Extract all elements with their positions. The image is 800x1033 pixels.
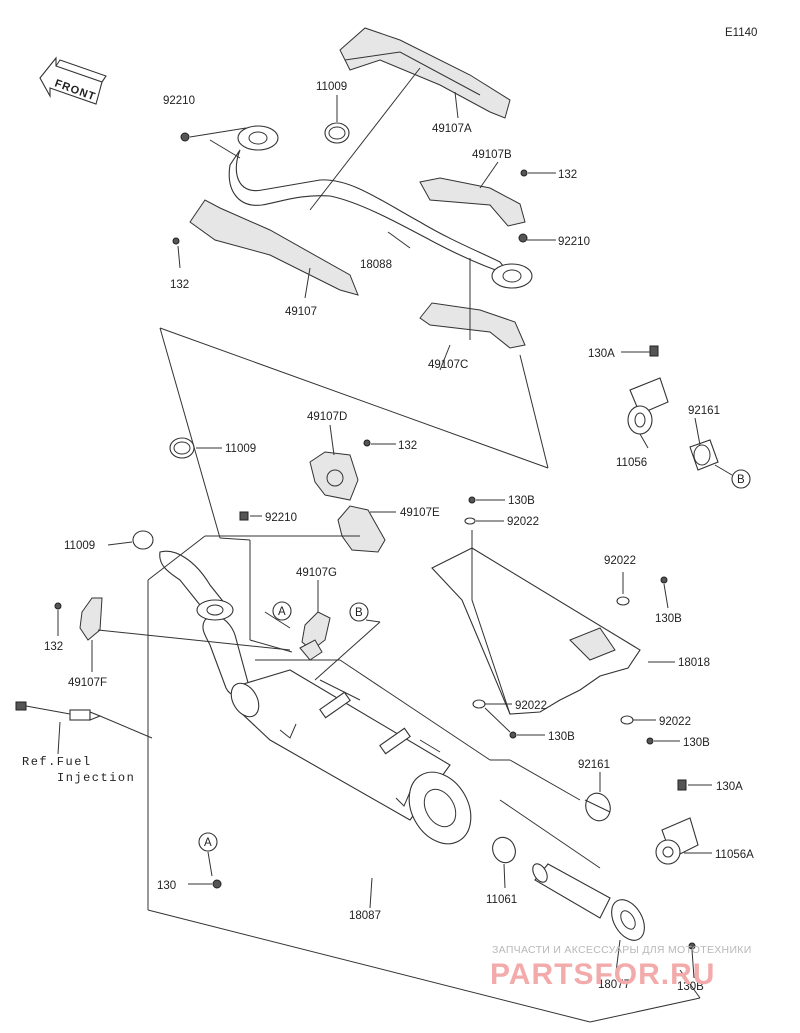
label-130A-top: 130A <box>588 348 615 360</box>
washer-92022-low <box>472 699 486 709</box>
bolt-130B-bottom <box>688 942 696 950</box>
label-130B-bottom: 130B <box>677 981 704 993</box>
label-11061: 11061 <box>486 894 517 906</box>
bolt-130B-low <box>509 731 517 739</box>
label-11056A: 11056A <box>715 849 754 861</box>
gasket-11009-left <box>132 530 154 550</box>
spark-arrester-18077 <box>532 863 645 941</box>
label-ref-b-top: B <box>737 474 745 486</box>
label-92210-top: 92210 <box>163 95 195 107</box>
guard-49107F <box>79 597 103 641</box>
ref-circle-a-mid <box>272 601 292 621</box>
washer-92022-top <box>464 517 476 525</box>
label-130B-top: 130B <box>508 495 535 507</box>
leader-lines-top <box>177 67 556 371</box>
pipe-18087 <box>159 550 472 845</box>
nut-92210-mid <box>239 511 249 521</box>
ref-circle-b-mid <box>349 602 369 622</box>
label-130B-low: 130B <box>548 731 575 743</box>
bolt-132-d <box>363 439 371 447</box>
label-49107A: 49107A <box>432 123 472 135</box>
bracket-11056 <box>627 345 719 471</box>
label-92022-low: 92022 <box>515 700 547 712</box>
bolt-132-b <box>520 169 528 177</box>
label-18087: 18087 <box>349 910 381 922</box>
label-49107C: 49107C <box>428 359 468 371</box>
gasket-11009-top <box>324 122 350 144</box>
label-11056: 11056 <box>616 457 647 469</box>
watermark-tagline: ЗАПЧАСТИ И АКСЕССУАРЫ ДЛЯ МОТОТЕХНИКИ <box>492 944 752 956</box>
guard-49107G <box>299 611 331 661</box>
label-92022-low2: 92022 <box>659 716 691 728</box>
label-92161-top: 92161 <box>688 405 720 417</box>
label-49107B: 49107B <box>472 149 512 161</box>
label-130B-r: 130B <box>655 613 682 625</box>
label-130A-low: 130A <box>716 781 743 793</box>
label-49107F: 49107F <box>68 677 107 689</box>
bolt-130B-r <box>660 576 668 584</box>
heat-shield-18018 <box>431 547 641 715</box>
label-49107G: 49107G <box>296 567 337 579</box>
label-18088: 18088 <box>360 259 392 271</box>
label-18018: 18018 <box>678 657 710 669</box>
label-49107E: 49107E <box>400 507 440 519</box>
label-92210-b: 92210 <box>558 236 590 248</box>
label-18077: 18077 <box>598 979 630 991</box>
guard-49107E <box>337 505 386 553</box>
label-92022-top: 92022 <box>507 516 539 528</box>
label-ref-a-mid: A <box>278 606 286 618</box>
bolt-132-f <box>54 602 62 610</box>
callout-labels: 92210 11009 49107A 49107B 132 92210 132 … <box>22 81 754 993</box>
pipe-18088 <box>228 125 533 289</box>
label-ref-fuel: Ref.Fuel <box>22 755 92 769</box>
label-ref-a-low: A <box>204 837 212 849</box>
nut-92210-b <box>518 233 528 243</box>
guard-49107C <box>419 302 526 349</box>
label-132-b: 132 <box>558 169 577 181</box>
ref-circle-a-low <box>198 832 218 852</box>
guard-49107 <box>189 199 359 296</box>
washer-92022-low2 <box>620 715 634 725</box>
bolt-130B-top <box>468 496 476 504</box>
label-92210-mid: 92210 <box>265 512 297 524</box>
label-130: 130 <box>157 880 176 892</box>
ref-circle-b-top <box>731 469 751 489</box>
label-132-d: 132 <box>398 440 417 452</box>
bolt-130 <box>212 879 222 889</box>
nut-92210-top <box>180 132 190 142</box>
guard-49107D <box>309 451 359 501</box>
label-92022-r: 92022 <box>604 555 636 567</box>
label-11009-mid: 11009 <box>225 443 256 455</box>
guard-49107B <box>419 177 526 227</box>
guard-49107A <box>339 27 511 119</box>
gasket-11009-mid <box>169 437 195 459</box>
label-ref-b-mid: B <box>355 607 363 619</box>
gasket-11061 <box>492 836 516 864</box>
label-11009-left: 11009 <box>64 540 95 552</box>
label-49107: 49107 <box>285 306 317 318</box>
label-130B-low2: 130B <box>683 737 710 749</box>
front-arrow-icon: FRONT <box>39 56 107 105</box>
leader-lines-middle <box>97 535 701 1023</box>
label-11009-top: 11009 <box>316 81 347 93</box>
washer-92022-r <box>616 596 630 606</box>
label-92161-low: 92161 <box>578 759 610 771</box>
label-49107D: 49107D <box>307 411 347 423</box>
diagram-id: E1140 <box>725 27 757 39</box>
bolt-132-left <box>172 237 180 245</box>
bracket-11056A <box>584 779 699 865</box>
watermark-logo: PARTSFOR.RU <box>490 958 715 991</box>
label-ref-injection: Injection <box>57 771 135 785</box>
label-132-left: 132 <box>170 279 189 291</box>
label-132-f: 132 <box>44 641 63 653</box>
o2-sensor <box>15 701 102 721</box>
bolt-130B-low2 <box>646 737 654 745</box>
